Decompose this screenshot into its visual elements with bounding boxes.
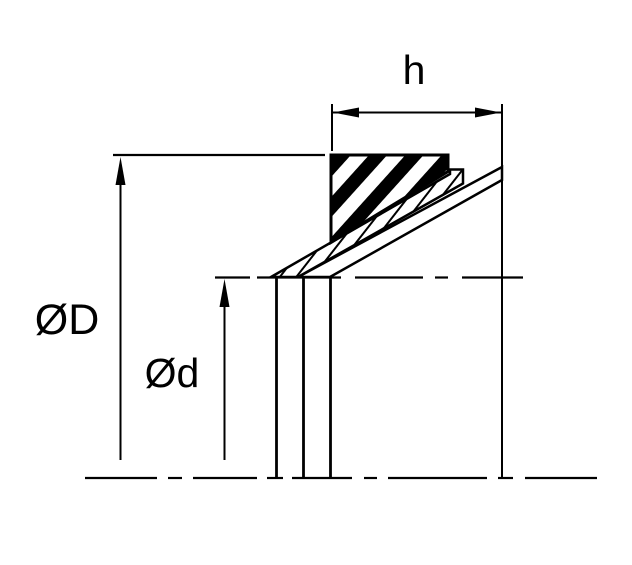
seal-body [329,153,450,246]
dim-h-arrowhead-right [475,107,501,118]
dim-id-arrowhead-up [219,279,230,307]
dim-outer-diameter: ØD [35,153,325,460]
seal-profile [266,153,504,279]
seal-lip-hatched-strip [266,168,465,279]
dim-od-label: ØD [35,296,100,344]
dim-h-arrowhead-left [333,107,359,118]
rod-edge-lines [275,278,332,478]
dim-h-label: h [403,47,426,93]
dim-id-label: Ød [145,350,200,396]
dim-inner-diameter: Ød [145,279,230,460]
dim-od-arrowhead-up [115,157,126,185]
